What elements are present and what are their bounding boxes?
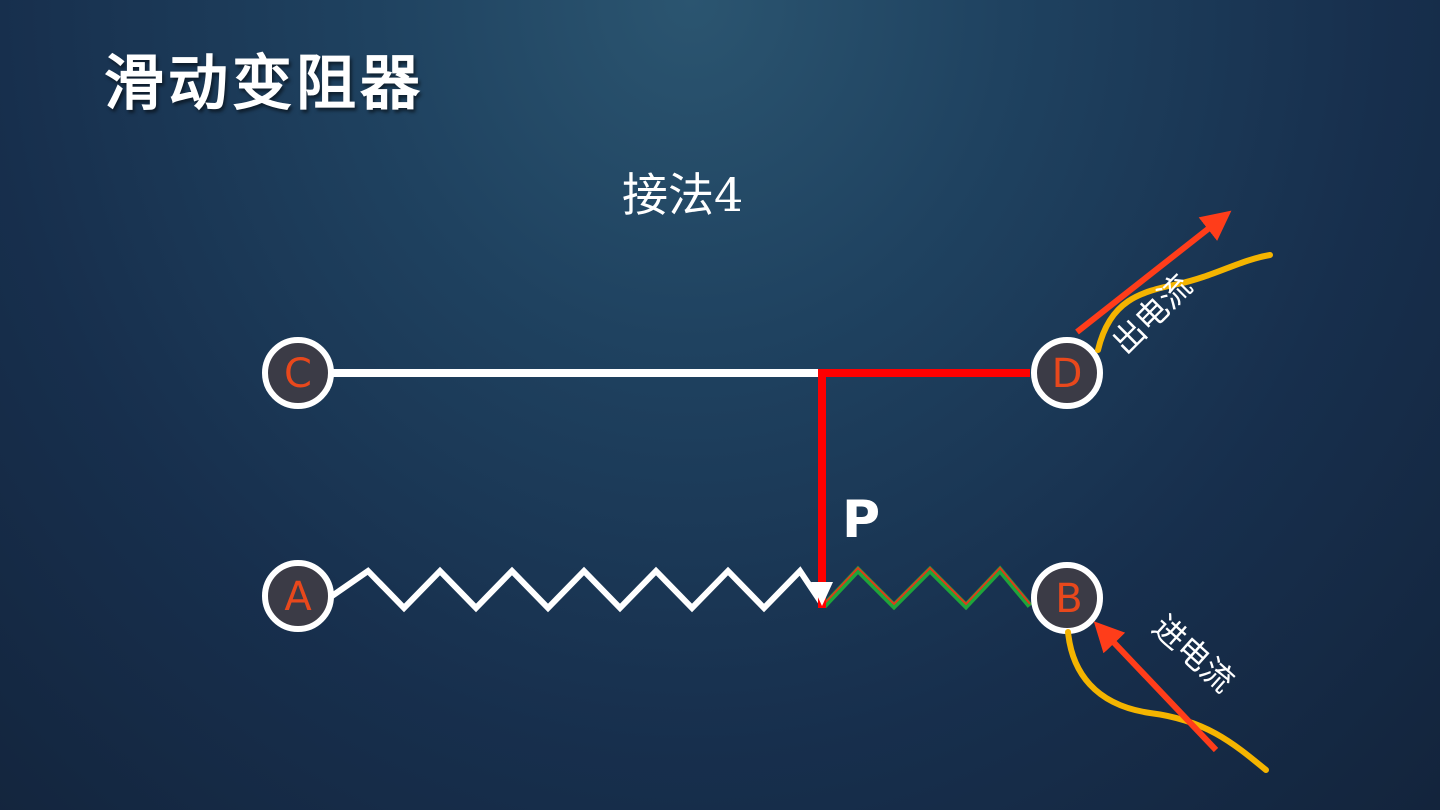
wiring-method-label: 接法4 [622,168,744,222]
active-resistor-segment [821,565,1033,611]
active-path [818,369,1030,608]
inflow-wire [1065,629,1269,773]
outflow-arrow [1075,210,1232,335]
terminal-a-label: A [284,574,312,620]
inflow-arrow [1093,621,1219,753]
slider-contact [811,582,833,606]
terminal-a: A [262,560,334,632]
terminal-d-label: D [1052,351,1083,397]
outflow-label: 出电流 [1105,267,1200,362]
terminal-d: D [1031,337,1103,409]
terminal-c: C [262,337,334,409]
slider-label: P [842,490,880,550]
resistor-coil [330,566,825,613]
terminal-b-label: B [1055,576,1082,622]
terminal-c-label: C [284,351,312,397]
active-resistor-highlight [823,566,1031,606]
outflow-wire [1095,252,1273,353]
terminal-b: B [1031,562,1103,634]
page-title: 滑动变阻器 [104,49,424,119]
